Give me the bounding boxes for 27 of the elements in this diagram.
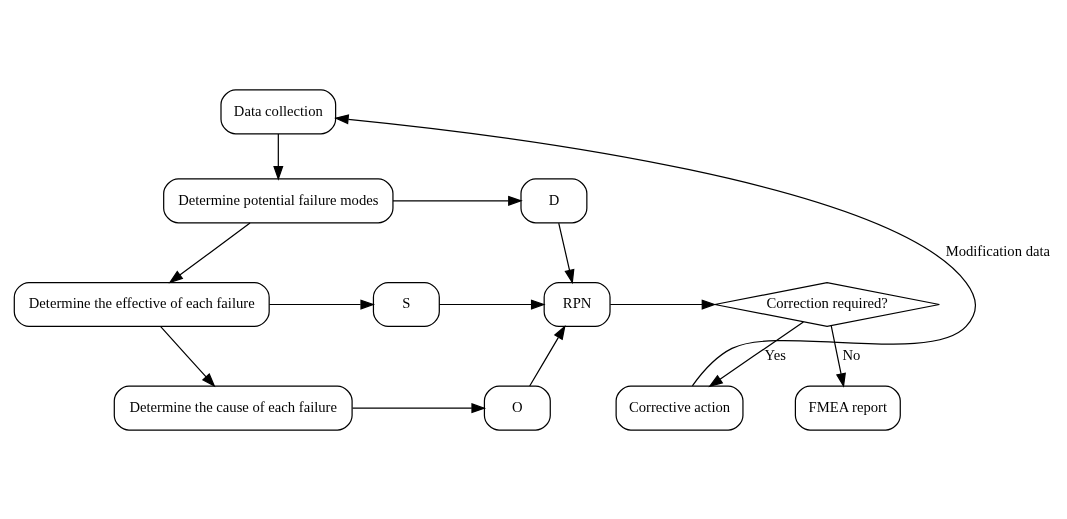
arrow [558, 221, 575, 284]
node-box: Determine potential failure modes [163, 177, 394, 223]
node-box: Determine the effective of each failure [13, 281, 270, 327]
arrow [268, 298, 376, 310]
arrow [708, 320, 804, 387]
node-box: Data collection [220, 88, 337, 134]
node-box: S [372, 281, 440, 327]
node-box: Corrective action [615, 385, 744, 431]
node-box: Determine the cause of each failure [113, 385, 353, 431]
arrow [529, 324, 566, 387]
node-box: O [483, 385, 551, 431]
edge-label: Modification data [945, 242, 1051, 259]
arrow [438, 298, 546, 310]
arrow [273, 132, 284, 181]
edge-label: No [842, 346, 861, 363]
node-diamond: Correction required? [714, 281, 940, 327]
node-box: D [520, 177, 588, 223]
edge-label: Yes [764, 346, 786, 363]
node-box: RPN [543, 281, 611, 327]
arrow [351, 402, 487, 413]
arrow [160, 325, 216, 387]
arrow [168, 221, 251, 283]
arrow [609, 298, 717, 310]
arrow [392, 195, 523, 206]
arrow [334, 113, 977, 387]
node-box: FMEA report [794, 385, 901, 431]
arrow [830, 324, 846, 388]
